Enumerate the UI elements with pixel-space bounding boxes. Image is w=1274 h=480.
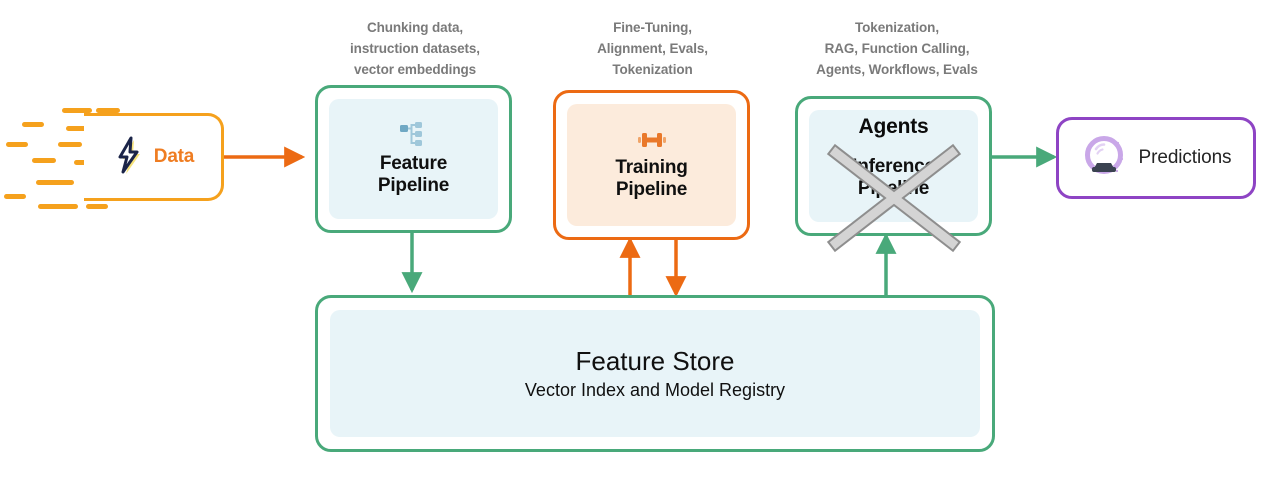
annotation-line: vector embeddings <box>353 61 477 77</box>
annotation-line: Agents, Workflows, Evals <box>816 61 978 77</box>
agents-overlay-label: Agents <box>858 115 929 138</box>
title-line: Feature <box>379 152 448 174</box>
feature-store-subtitle: Vector Index and Model Registry <box>524 380 786 401</box>
annotation-line: Tokenization <box>612 61 693 77</box>
lightning-bolt-icon <box>111 135 145 180</box>
inference-pipeline-box[interactable]: Inference Pipeline Agents <box>795 96 992 253</box>
feature-store-box[interactable]: Feature Store Vector Index and Model Reg… <box>315 295 995 452</box>
annotation-line: Tokenization, <box>855 20 939 35</box>
feature-pipeline-annotation: Chunking data, instruction datasets, vec… <box>315 18 515 81</box>
annotation-line: Chunking data, <box>366 20 464 35</box>
inference-pipeline-annotation: Tokenization, RAG, Function Calling, Age… <box>782 18 1012 81</box>
feature-pipeline-title: Feature Pipeline <box>378 153 449 198</box>
training-pipeline-annotation: Fine-Tuning, Alignment, Evals, Tokenizat… <box>560 18 745 81</box>
hierarchy-tree-icon <box>399 121 429 147</box>
annotation-line: Fine-Tuning, <box>613 20 692 35</box>
feature-pipeline-panel: Feature Pipeline <box>329 99 498 219</box>
title-line: Pipeline <box>615 179 688 200</box>
training-pipeline-box[interactable]: Training Pipeline <box>553 90 750 240</box>
feature-store-title: Feature Store <box>575 345 735 376</box>
annotation-line: instruction datasets, <box>350 40 480 56</box>
strikethrough-x-icon <box>826 143 961 253</box>
predictions-label: Predictions <box>1138 147 1232 168</box>
annotation-line: RAG, Function Calling, <box>824 40 970 56</box>
data-label: Data <box>153 146 195 167</box>
crystal-ball-icon <box>1081 133 1127 184</box>
title-line: Training <box>615 156 688 178</box>
feature-pipeline-box[interactable]: Feature Pipeline <box>315 85 512 233</box>
title-line: Inference <box>852 156 935 177</box>
training-pipeline-title: Training Pipeline <box>615 157 687 202</box>
title-line: Pipeline <box>377 175 450 196</box>
data-source-box[interactable]: Data <box>84 113 224 201</box>
dumbbell-icon <box>637 129 667 151</box>
predictions-box[interactable]: Predictions <box>1056 117 1256 199</box>
training-pipeline-panel: Training Pipeline <box>567 104 736 226</box>
feature-store-panel: Feature Store Vector Index and Model Reg… <box>330 310 980 437</box>
annotation-line: Alignment, Evals, <box>597 40 708 56</box>
